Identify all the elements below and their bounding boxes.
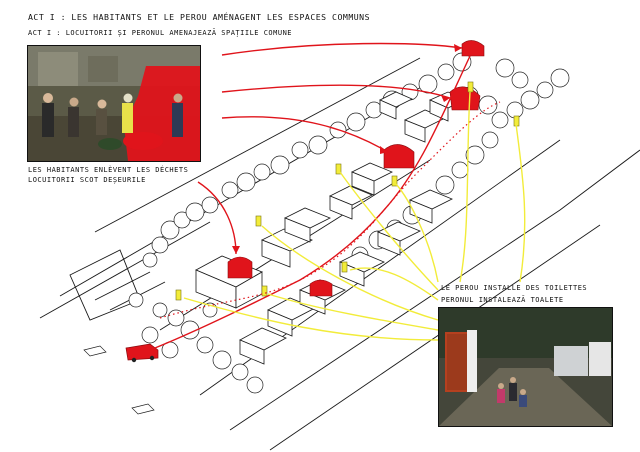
yellow-arrows <box>183 91 526 341</box>
caption-toilets-french: LE PEROU INSTALLE DES TOILETTES <box>441 284 588 292</box>
houses <box>195 91 467 365</box>
photo-residents-cleanup-image <box>28 46 200 161</box>
red-van <box>125 343 159 363</box>
caption-cleanup-romanian: LOCUITORII SCOT DEȘEURILE <box>28 176 146 184</box>
red-arrows <box>149 42 471 351</box>
red-arrowheads <box>232 44 462 254</box>
title-romanian: ACT I : LOCUITORII ȘI PERONUL AMENAJEAZĂ… <box>28 29 293 37</box>
title-french: ACT I : LES HABITANTS ET LE PEROU AMÉNAG… <box>28 12 371 22</box>
photo-toilets-image <box>439 308 612 426</box>
photo-residents-cleanup <box>27 45 201 162</box>
cars <box>83 345 155 415</box>
photo-toilets <box>438 307 613 427</box>
caption-cleanup-french: LES HABITANTS ENLÈVENT LES DÉCHETS <box>28 166 189 174</box>
caption-toilets-romanian: PERONUL INSTALEAZĂ TOALETE <box>441 296 564 304</box>
